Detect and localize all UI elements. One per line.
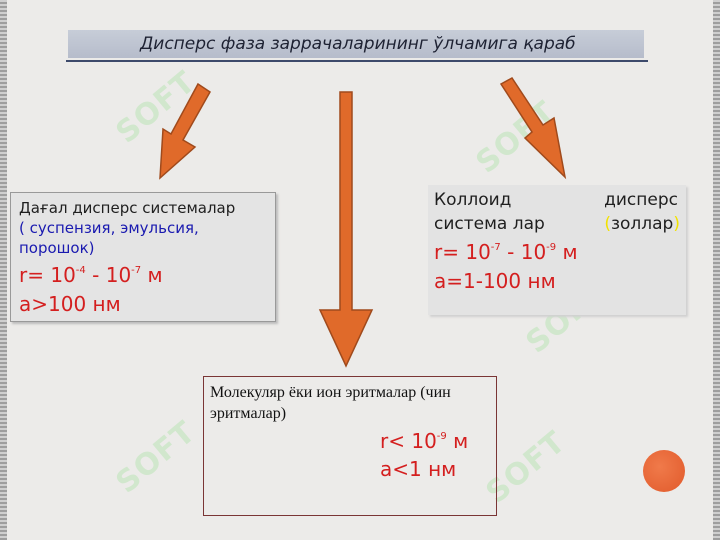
colloid-word2: дисперс	[604, 190, 678, 210]
colloid-word1: Коллоид	[434, 190, 512, 210]
molecular-radius: r< 10-9 м	[380, 429, 468, 453]
molecular-line1: Молекуляр ёки ион эритмалар (чин	[210, 384, 451, 401]
coarse-size: a>100 нм	[19, 292, 121, 316]
coarse-dispersion-box: Дағал дисперс системалар ( суспензия, эм…	[10, 192, 276, 322]
colloid-radius-prefix: r= 10	[434, 240, 491, 264]
coarse-examples-line2: порошок)	[19, 239, 95, 257]
arrow-to-molecular	[318, 91, 374, 368]
colloid-sol-label: (золлар)	[604, 214, 680, 234]
colloid-radius: r= 10-7 - 10-9 м	[434, 240, 578, 264]
coarse-examples-line1: ( суспензия, эмульсия,	[19, 219, 199, 237]
coarse-radius-exp2: -7	[131, 265, 142, 276]
coarse-radius-exp1: -4	[75, 265, 86, 276]
decorative-orange-dot	[643, 450, 685, 492]
molecular-radius-unit: м	[446, 429, 469, 453]
diagram-title: Дисперс фаза заррачаларининг ўлчамига қа…	[140, 34, 576, 54]
molecular-solution-box: Молекуляр ёки ион эритмалар (чин эритмал…	[203, 376, 497, 516]
molecular-line2: эритмалар)	[210, 405, 287, 422]
arrow-to-coarse	[159, 82, 211, 180]
molecular-size: a<1 нм	[380, 457, 457, 481]
coarse-heading: Дағал дисперс системалар	[19, 199, 236, 217]
colloid-line2: система лар	[434, 214, 545, 234]
coarse-radius-mid: - 10	[85, 263, 132, 287]
colloid-radius-unit: м	[556, 240, 578, 264]
coarse-radius: r= 10-4 - 10-7 м	[19, 263, 163, 287]
colloid-radius-exp1: -7	[490, 242, 501, 253]
colloid-sol-word: золлар	[610, 214, 674, 234]
colloid-paren-close: )	[673, 214, 680, 234]
molecular-radius-prefix: r< 10	[380, 429, 437, 453]
coarse-radius-prefix: r= 10	[19, 263, 76, 287]
molecular-radius-exp: -9	[436, 431, 447, 442]
right-frame-border	[713, 0, 720, 540]
colloid-radius-exp2: -9	[546, 242, 557, 253]
arrow-to-colloid	[499, 77, 567, 180]
title-underline	[66, 60, 648, 62]
colloid-radius-mid: - 10	[500, 240, 547, 264]
colloid-size: a=1-100 нм	[434, 269, 556, 293]
colloid-paren-open: (	[604, 214, 611, 234]
colloid-dispersion-box: Коллоид дисперс система лар (золлар) r= …	[428, 185, 686, 315]
left-frame-border	[0, 0, 7, 540]
title-bar	[68, 30, 644, 58]
coarse-radius-unit: м	[141, 263, 163, 287]
